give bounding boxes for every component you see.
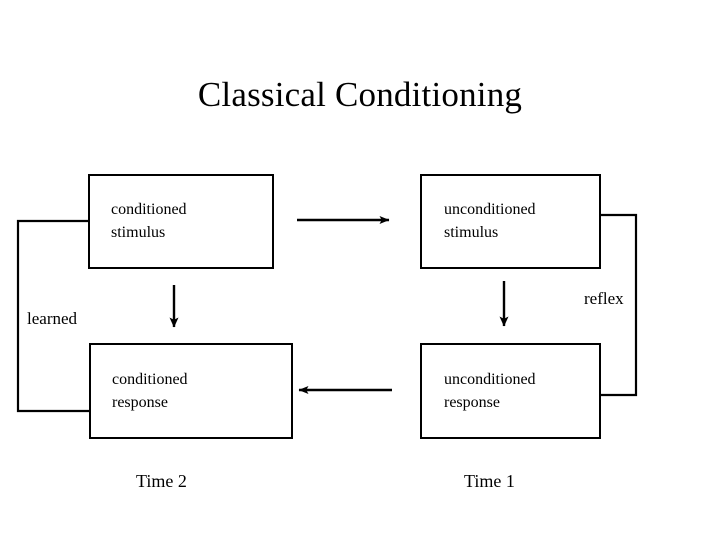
node-label-line2: stimulus xyxy=(444,224,499,241)
node-label-line2: response xyxy=(112,393,168,411)
node-unconditioned-stimulus[interactable]: unconditioned stimulus xyxy=(420,174,601,269)
node-unconditioned-response[interactable]: unconditioned response xyxy=(420,343,601,439)
node-label-line2: response xyxy=(444,393,500,411)
page-title: Classical Conditioning xyxy=(197,75,523,114)
edge-label-learned: learned xyxy=(27,309,78,328)
time-label-right: Time 1 xyxy=(464,471,515,491)
node-label-line1: unconditioned xyxy=(444,370,536,388)
node-label-line1: unconditioned xyxy=(444,201,536,218)
node-conditioned-stimulus[interactable]: conditioned stimulus xyxy=(88,174,274,269)
node-label-line1: conditioned xyxy=(111,201,187,218)
node-conditioned-response[interactable]: conditioned response xyxy=(89,343,293,439)
node-label-line2: stimulus xyxy=(111,224,166,241)
node-label-line1: conditioned xyxy=(112,370,188,388)
edge-label-reflex: reflex xyxy=(584,289,624,308)
time-label-left: Time 2 xyxy=(136,471,187,491)
